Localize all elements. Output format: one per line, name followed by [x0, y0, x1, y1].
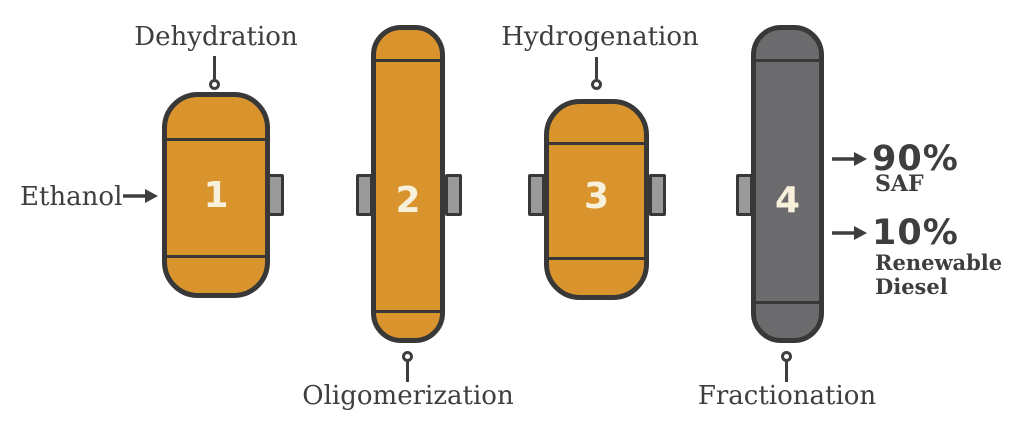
- output-label-line: Diesel: [875, 274, 948, 299]
- output-percent-saf: 90%: [872, 139, 959, 179]
- vessel-seam: [756, 59, 819, 62]
- flow-arrow-icon: [832, 152, 867, 166]
- connector-dot: [781, 351, 792, 362]
- pipe-vessel2-vessel3: [445, 174, 545, 216]
- label-hydrogenation: Hydrogenation: [501, 22, 699, 52]
- input-label-ethanol: Ethanol: [20, 182, 123, 212]
- vessel-seam: [167, 255, 265, 258]
- vessel-1-dehydration: 1: [162, 92, 270, 298]
- vessel-seam: [167, 138, 265, 141]
- output-label-line: Renewable: [875, 250, 1003, 275]
- vessel-seam: [756, 301, 819, 304]
- vessel-4-fractionation: 4: [751, 25, 824, 343]
- connector-dot: [591, 79, 602, 90]
- vessel-seam: [376, 310, 440, 313]
- vessel-number: 3: [583, 176, 610, 217]
- vessel-2-oligomerization: 2: [371, 25, 445, 343]
- vessel-number: 4: [774, 180, 801, 221]
- pipe-flange: [528, 174, 545, 216]
- vessel-seam: [549, 257, 644, 260]
- connector-dot: [402, 351, 413, 362]
- pipe-flange: [445, 174, 462, 216]
- pipe-flange: [649, 174, 666, 216]
- connector-line: [595, 57, 598, 79]
- label-fractionation: Fractionation: [697, 381, 877, 411]
- pipe-vessel3-vessel4: [649, 174, 753, 216]
- output-label-renewable-diesel: Renewable Diesel: [875, 251, 1002, 299]
- output-percent-renewable-diesel: 10%: [872, 213, 959, 253]
- connector-line: [213, 56, 216, 79]
- flow-arrow-icon: [123, 189, 158, 203]
- pipe-body: [282, 180, 358, 210]
- connector-dot: [209, 79, 220, 90]
- vessel-number: 2: [395, 180, 421, 221]
- pipe-vessel1-vessel2: [267, 174, 373, 216]
- connector-line: [785, 361, 788, 382]
- pipe-body: [460, 180, 530, 210]
- label-dehydration: Dehydration: [134, 22, 298, 52]
- vessel-3-hydrogenation: 3: [544, 99, 649, 300]
- label-oligomerization: Oligomerization: [302, 381, 514, 411]
- vessel-number: 1: [203, 175, 229, 216]
- output-label-saf: SAF: [875, 171, 924, 197]
- flow-arrow-icon: [832, 226, 867, 240]
- connector-line: [406, 361, 409, 382]
- pipe-body: [664, 180, 738, 210]
- vessel-seam: [376, 59, 440, 62]
- vessel-seam: [549, 142, 644, 145]
